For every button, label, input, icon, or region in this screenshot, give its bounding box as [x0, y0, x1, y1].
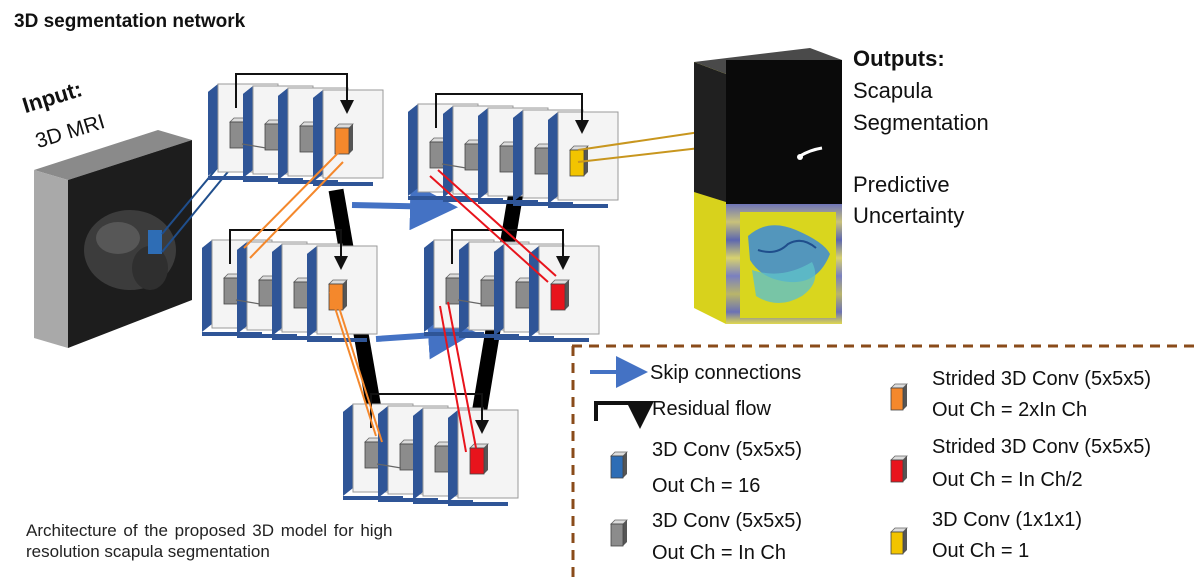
legend-conv1-line1: 3D Conv (1x1x1)	[932, 509, 1083, 531]
decoder-block-1	[408, 93, 619, 208]
output-segmentation-line2: Segmentation	[853, 110, 989, 135]
legend-conv16-swatch	[610, 451, 628, 479]
output-segmentation-line1: Scapula	[853, 78, 933, 103]
input-mri-volume	[34, 130, 192, 348]
output-uncertainty-line1: Predictive	[853, 172, 950, 197]
residual-flow-arrow	[229, 229, 348, 270]
legend-residual-label: Residual flow	[652, 398, 771, 420]
mri-patch	[148, 230, 162, 254]
legend-strided-down-line2: Out Ch = In Ch/2	[932, 469, 1083, 491]
residual-flow-arrow	[451, 229, 570, 270]
legend-convin-swatch	[610, 519, 628, 547]
output-volume	[694, 48, 842, 324]
diagram-title: 3D segmentation network	[14, 11, 246, 32]
orange-connector	[329, 291, 377, 437]
output-uncertainty-line2: Uncertainty	[853, 203, 965, 228]
legend-conv1-swatch	[890, 527, 908, 555]
caption-line1: Architecture of the proposed 3D model fo…	[26, 521, 393, 540]
segmentation-output	[726, 60, 842, 206]
legend-strided-down-swatch	[890, 455, 908, 483]
legend-conv16-line2: Out Ch = 16	[652, 475, 761, 497]
legend-box	[571, 344, 1196, 580]
mri-top-face	[34, 130, 192, 180]
residual-flow-arrow	[235, 73, 354, 114]
output-connector	[577, 131, 701, 151]
legend-convin-line1: 3D Conv (5x5x5)	[652, 510, 803, 532]
residual-flow-arrow	[435, 93, 589, 134]
legend-convin-line2: Out Ch = In Ch	[652, 542, 786, 564]
residual-flow-arrow	[370, 393, 489, 434]
network-blocks	[202, 73, 619, 506]
legend-skip-label: Skip connections	[650, 362, 802, 384]
legend-strided-up-line2: Out Ch = 2xIn Ch	[932, 399, 1088, 421]
orange-conv-icon	[334, 123, 354, 155]
legend-strided-up-line1: Strided 3D Conv (5x5x5)	[932, 368, 1151, 390]
yellow-conv-icon	[569, 145, 589, 177]
mri-side-face	[34, 170, 68, 348]
skip-arrow-top	[351, 182, 458, 231]
legend-residual-icon	[594, 401, 654, 429]
red-connector	[439, 305, 467, 453]
legend-strided-up-swatch	[890, 383, 908, 411]
red-conv-icon	[469, 443, 489, 475]
encoder-block-1	[208, 73, 384, 186]
red-connector	[429, 175, 549, 283]
outputs-title: Outputs:	[853, 46, 945, 71]
conv-layer	[307, 245, 378, 342]
red-conv-icon	[550, 279, 570, 311]
encoder-block-2	[202, 229, 378, 342]
legend-strided-down-line1: Strided 3D Conv (5x5x5)	[932, 436, 1151, 458]
orange-connector	[243, 151, 340, 249]
decoder-block-2	[424, 229, 600, 342]
bottleneck-block	[343, 393, 519, 506]
caption-line2: resolution scapula segmentation	[26, 542, 270, 561]
legend-conv16-line1: 3D Conv (5x5x5)	[652, 439, 803, 461]
legend-conv1-line2: Out Ch = 1	[932, 540, 1030, 562]
